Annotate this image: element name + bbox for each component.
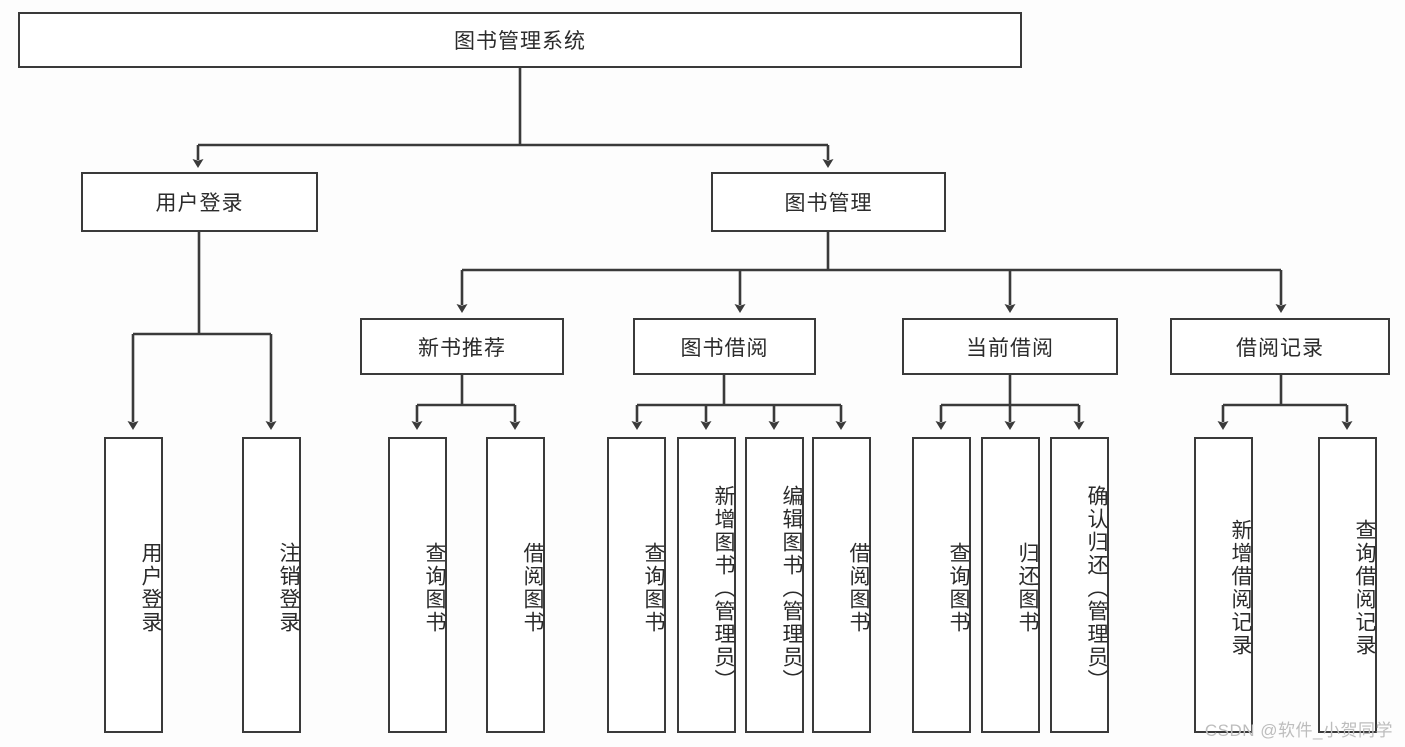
leaf-label: 查询图书 <box>947 542 970 634</box>
leaf-new-book-query[interactable]: 查询图书 <box>388 437 447 733</box>
node-book-borrow[interactable]: 图书借阅 <box>633 318 816 375</box>
leaf-current-return-book[interactable]: 归还图书 <box>981 437 1040 733</box>
node-current-borrow[interactable]: 当前借阅 <box>902 318 1118 375</box>
node-root-label: 图书管理系统 <box>454 30 586 53</box>
leaf-current-query-book[interactable]: 查询图书 <box>912 437 971 733</box>
leaf-label: 借阅图书 <box>521 542 544 634</box>
leaf-label: 查询图书 <box>423 542 446 634</box>
leaf-borrow-query-book[interactable]: 查询图书 <box>607 437 666 733</box>
leaf-new-book-borrow[interactable]: 借阅图书 <box>486 437 545 733</box>
node-new-book-recommend[interactable]: 新书推荐 <box>360 318 564 375</box>
leaf-label: 借阅图书 <box>847 542 870 634</box>
leaf-label: 注销登录 <box>277 542 300 634</box>
leaf-current-confirm-return[interactable]: 确认归还（管理员） <box>1050 437 1109 733</box>
leaf-label: 查询图书 <box>642 542 665 634</box>
node-new-book-recommend-label: 新书推荐 <box>418 336 506 360</box>
node-user-login-label: 用户登录 <box>155 192 244 215</box>
node-current-borrow-label: 当前借阅 <box>966 336 1054 360</box>
leaf-borrow-add-book[interactable]: 新增图书（管理员） <box>677 437 736 733</box>
node-user-login[interactable]: 用户登录 <box>81 172 318 232</box>
node-book-management[interactable]: 图书管理 <box>711 172 946 232</box>
leaf-label: 用户登录 <box>139 542 162 634</box>
leaf-label: 查询借阅记录 <box>1353 519 1376 657</box>
node-borrow-record[interactable]: 借阅记录 <box>1170 318 1390 375</box>
leaf-borrow-borrow-book[interactable]: 借阅图书 <box>812 437 871 733</box>
leaf-label: 新增借阅记录 <box>1229 519 1252 657</box>
node-root[interactable]: 图书管理系统 <box>18 12 1022 68</box>
leaf-user-login-logout[interactable]: 注销登录 <box>242 437 301 733</box>
leaf-record-query[interactable]: 查询借阅记录 <box>1318 437 1377 733</box>
node-book-management-label: 图书管理 <box>784 192 873 215</box>
leaf-label: 确认归还（管理员） <box>1085 484 1108 692</box>
leaf-label: 新增图书（管理员） <box>712 484 735 692</box>
node-borrow-record-label: 借阅记录 <box>1236 336 1324 360</box>
leaf-user-login-login[interactable]: 用户登录 <box>104 437 163 733</box>
leaf-label: 归还图书 <box>1016 542 1039 634</box>
node-book-borrow-label: 图书借阅 <box>680 336 769 360</box>
leaf-record-add[interactable]: 新增借阅记录 <box>1194 437 1253 733</box>
csdn-watermark: CSDN @软件_小贺同学 <box>1204 721 1393 740</box>
leaf-borrow-edit-book[interactable]: 编辑图书（管理员） <box>745 437 804 733</box>
leaf-label: 编辑图书（管理员） <box>780 484 803 692</box>
